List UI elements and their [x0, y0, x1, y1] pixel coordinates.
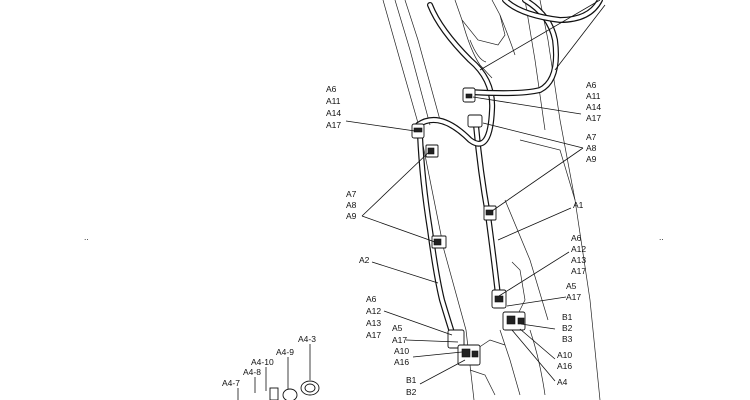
- label-a4: A4: [557, 377, 568, 387]
- label-a4-9: A4-9: [276, 347, 294, 357]
- leader-lines: [237, 0, 606, 400]
- label-a14-left: A14: [326, 108, 341, 118]
- label-a17-left-2: A17: [366, 330, 381, 340]
- label-a5-right: A5: [566, 281, 577, 291]
- label-a8-right: A8: [586, 143, 597, 153]
- label-a7-left: A7: [346, 189, 357, 199]
- label-a9-left: A9: [346, 211, 357, 221]
- label-b3-right: B3: [562, 334, 573, 344]
- fittings: [269, 87, 526, 400]
- label-a6-right: A6: [586, 80, 597, 90]
- hose-top-loop: [415, 0, 603, 147]
- hose-left: [417, 132, 458, 345]
- label-a6-left: A6: [326, 84, 337, 94]
- label-a12-right-2: A12: [571, 244, 586, 254]
- label-a11-left: A11: [326, 96, 341, 106]
- label-a7-right: A7: [586, 132, 597, 142]
- label-b2-left: B2: [406, 387, 417, 397]
- label-a16-right: A16: [557, 361, 572, 371]
- label-a16-left: A16: [394, 357, 409, 367]
- label-a4-10: A4-10: [251, 357, 274, 367]
- label-a17-right: A17: [586, 113, 601, 123]
- label-a11-right: A11: [586, 91, 601, 101]
- label-a4-8: A4-8: [243, 367, 261, 377]
- label-a1: A1: [573, 200, 584, 210]
- label-a5-left: A5: [392, 323, 403, 333]
- label-a10-right: A10: [557, 350, 572, 360]
- label-a10-left: A10: [394, 346, 409, 356]
- label-a6-right-2: A6: [571, 233, 582, 243]
- label-a6-left-2: A6: [366, 294, 377, 304]
- label-a17-right-2: A17: [571, 266, 586, 276]
- label-a8-left: A8: [346, 200, 357, 210]
- label-a4-7: A4-7: [222, 378, 240, 388]
- dots-left: ..: [84, 232, 89, 242]
- label-b1-right: B1: [562, 312, 573, 322]
- label-a13-right-2: A13: [571, 255, 586, 265]
- dots-right: ..: [659, 232, 664, 242]
- label-a17-right-3: A17: [566, 292, 581, 302]
- label-b2-right: B2: [562, 323, 573, 333]
- label-b1-left: B1: [406, 375, 417, 385]
- label-a14-right: A14: [586, 102, 601, 112]
- label-a13-left-2: A13: [366, 318, 381, 328]
- part-labels: A6 A11 A14 A17 A6 A11 A14 A17 A7 A8 A9 A…: [84, 80, 664, 397]
- label-a4-3: A4-3: [298, 334, 316, 344]
- label-a17-left-3: A17: [392, 335, 407, 345]
- label-a17-left: A17: [326, 120, 341, 130]
- label-a12-left-2: A12: [366, 306, 381, 316]
- label-a2: A2: [359, 255, 370, 265]
- label-a9-right: A9: [586, 154, 597, 164]
